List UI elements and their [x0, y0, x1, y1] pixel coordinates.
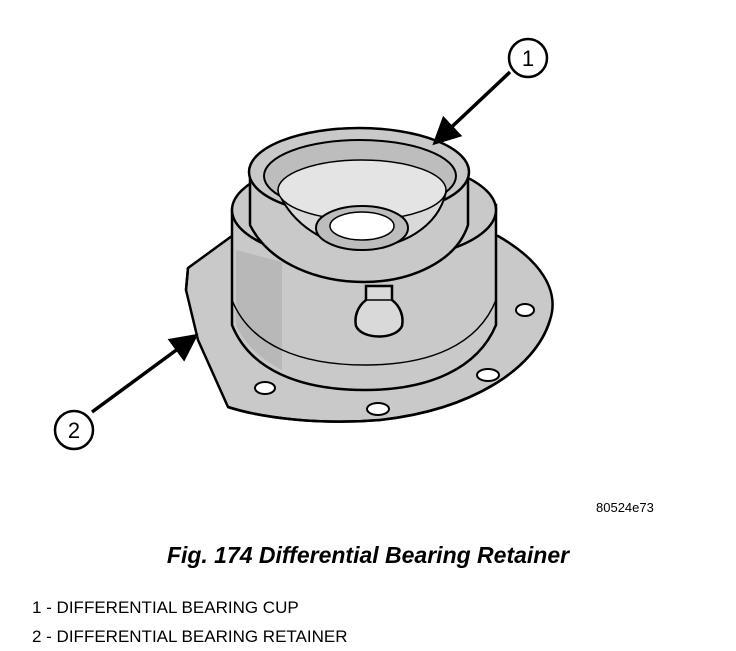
callout-1-arrow — [432, 70, 512, 146]
flange-bolt-holes — [254, 303, 535, 416]
callout-1-circle — [507, 37, 549, 79]
bearing-cup — [247, 126, 471, 284]
image-code: 80524e73 — [596, 500, 654, 515]
retainer-notch — [354, 284, 404, 338]
callout-2-circle — [53, 409, 95, 451]
callout-2-number: 2 — [68, 418, 80, 443]
callout-1-number: 1 — [522, 46, 534, 71]
callout-legend: 1 - DIFFERENTIAL BEARING CUP 2 - DIFFERE… — [32, 593, 348, 651]
bearing-retainer-illustration: 1 2 — [53, 37, 554, 451]
bolt-hole — [254, 381, 276, 395]
bolt-hole — [476, 368, 500, 382]
bolt-hole — [366, 402, 390, 416]
callout-2-arrow — [90, 333, 199, 414]
bolt-hole — [515, 303, 535, 317]
callout-2: 2 — [53, 333, 199, 451]
legend-item: 1 - DIFFERENTIAL BEARING CUP — [32, 598, 299, 617]
legend-item: 2 - DIFFERENTIAL BEARING RETAINER — [32, 627, 348, 646]
callout-1: 1 — [432, 37, 549, 146]
figure-caption: Fig. 174 Differential Bearing Retainer — [166, 542, 570, 568]
